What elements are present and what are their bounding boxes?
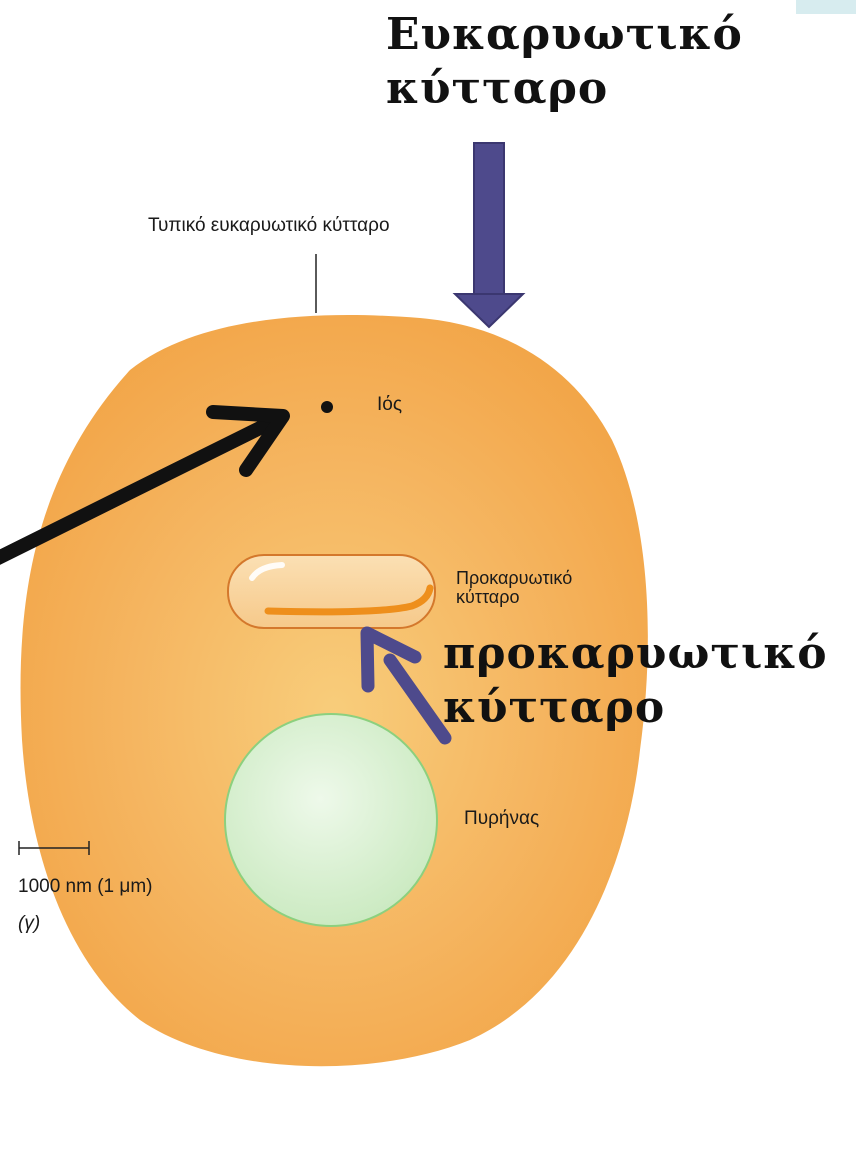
prokaryotic-cell-annotation: προκαρυωτικό κύτταρο (443, 627, 828, 734)
prokaryotic-annotation-line1: προκαρυωτικό (443, 627, 828, 681)
prokaryote-label-line1: Προκαρυωτικό (456, 569, 572, 588)
nucleus-label: Πυρήνας (464, 808, 539, 830)
prokaryotic-cell (228, 555, 435, 628)
panel-label: (γ) (18, 913, 40, 935)
eukaryotic-annotation-line1: Ευκαρυωτικό (386, 8, 743, 62)
scale-bar-label: 1000 nm (1 μm) (18, 876, 153, 898)
eukaryotic-annotation-line2: κύτταρο (386, 62, 743, 116)
prokaryote-label: Προκαρυωτικό κύτταρο (456, 569, 572, 607)
virus-label: Ιός (377, 394, 402, 416)
typical-eukaryotic-cell-label: Τυπικό ευκαρυωτικό κύτταρο (148, 215, 390, 237)
prokaryote-label-line2: κύτταρο (456, 588, 572, 607)
prokaryotic-annotation-line2: κύτταρο (443, 681, 828, 735)
virus-dot (321, 401, 333, 413)
nucleus-circle (225, 714, 437, 926)
eukaryotic-cell-annotation: Ευκαρυωτικό κύτταρο (386, 8, 743, 115)
eukaryotic-annotation-arrow (455, 143, 523, 327)
